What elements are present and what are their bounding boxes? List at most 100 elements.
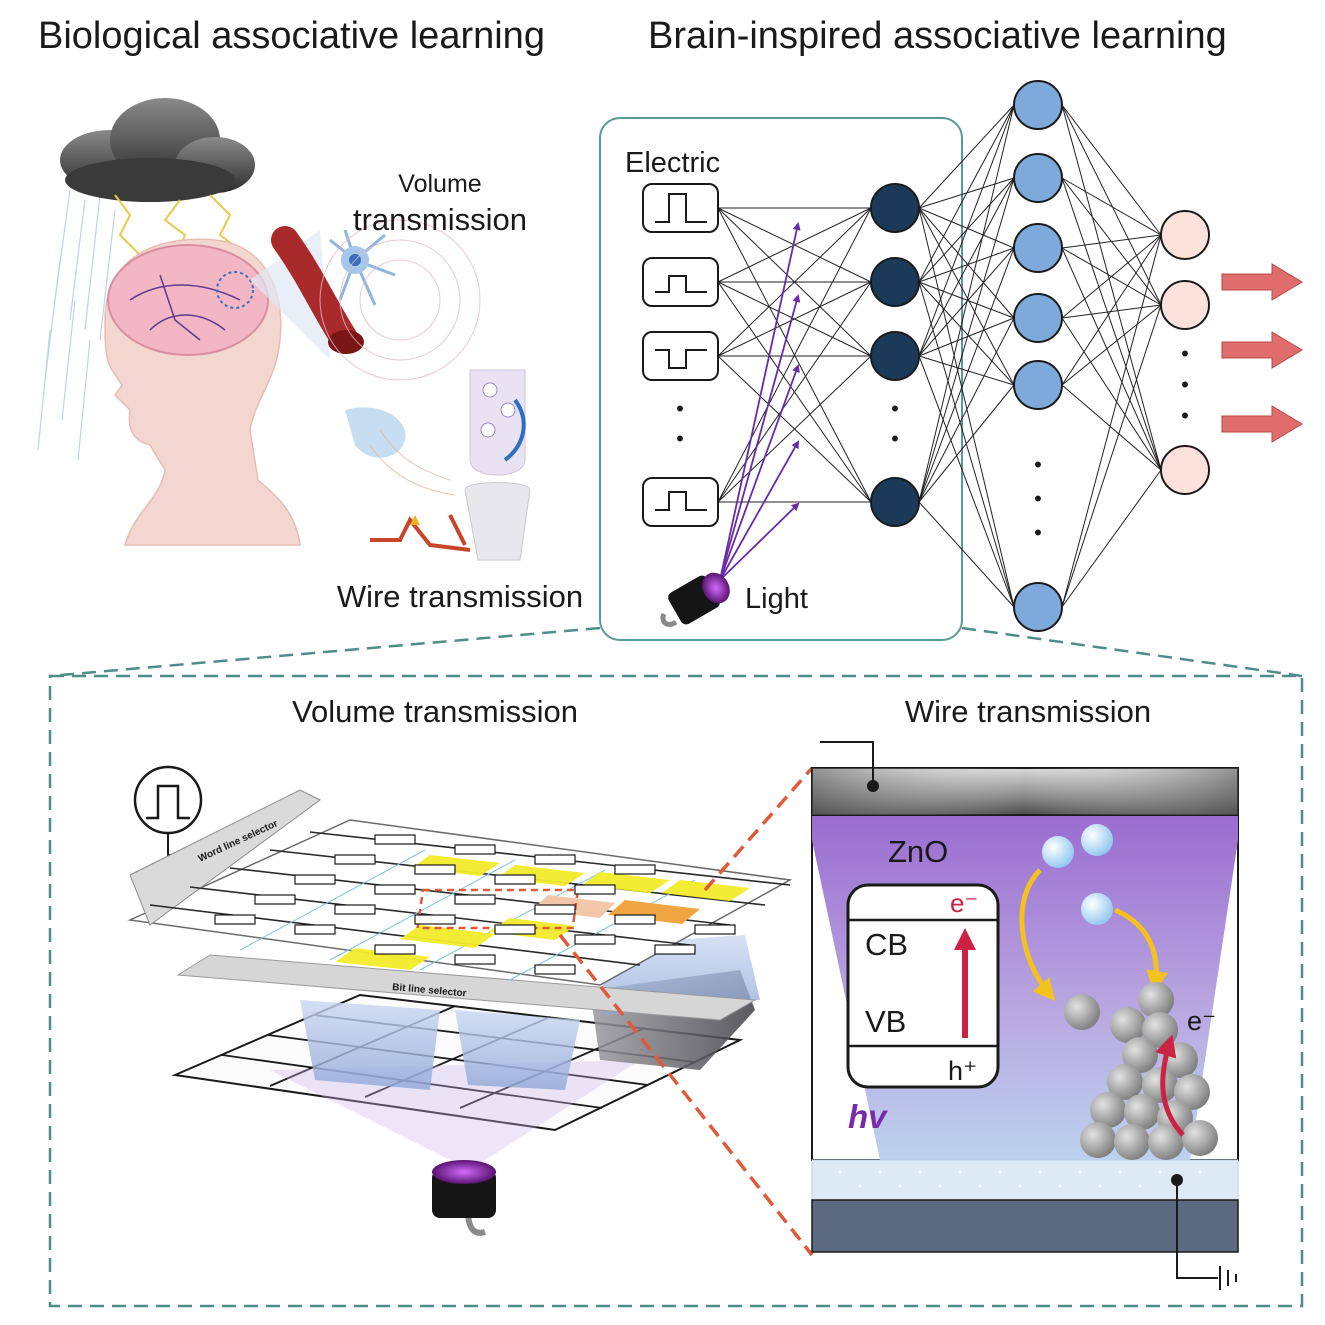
hole-label: h⁺: [948, 1056, 977, 1086]
network-edge: [918, 104, 1015, 283]
hidden2-node: [1013, 582, 1063, 632]
network-edge: [918, 317, 1015, 357]
volume-transmission-title: Volume transmission: [292, 694, 578, 729]
network-edge: [1061, 304, 1162, 319]
hidden1-ellipsis-2: •: [891, 426, 899, 451]
crossbar-array-illustration: [127, 765, 793, 1236]
postsynaptic-dendrite: [464, 482, 531, 561]
output-layer: [1160, 210, 1210, 495]
detail-frame: [48, 674, 1304, 1308]
network-edge: [1061, 234, 1162, 386]
hidden2-ellipsis-3: •: [1034, 520, 1042, 545]
output-node: [1160, 210, 1210, 260]
network-edge: [1061, 234, 1162, 319]
output-ellipsis-2: •: [1181, 372, 1189, 397]
network-edge: [717, 207, 872, 283]
electron-sphere: [1042, 836, 1074, 868]
pulse-source-icon: [133, 765, 203, 835]
synapse-bouton: [469, 369, 526, 476]
storm-cloud-icon: [60, 98, 255, 202]
wire-transmission-bio-label: Wire transmission: [337, 579, 583, 614]
network-edge: [1061, 234, 1162, 608]
network-edge: [918, 207, 1015, 249]
network-edge: [918, 207, 1015, 386]
hidden2-node: [1013, 360, 1063, 410]
electric-input-pulses: [642, 183, 719, 527]
input-ellipsis-2: •: [676, 426, 684, 451]
blood-vessel: [271, 226, 359, 354]
network-edge: [1061, 104, 1162, 236]
volume-transmission-bio-label-2: transmission: [353, 202, 527, 237]
light-rays: [719, 222, 801, 581]
hidden2-node: [1013, 80, 1063, 130]
input-layer-box: [599, 117, 963, 641]
hidden2-ellipsis-2: •: [1034, 486, 1042, 511]
network-edge: [717, 207, 872, 357]
hidden2-ellipsis-1: •: [1034, 452, 1042, 477]
network-edge: [717, 355, 872, 503]
hidden-layer-1: [870, 183, 920, 527]
network-edge: [918, 207, 1015, 319]
output-arrow-2: [1221, 331, 1303, 369]
output-ellipsis-1: •: [1181, 341, 1189, 366]
presynaptic-terminal: [345, 407, 406, 458]
bottom-electrode: [811, 1199, 1239, 1253]
input-ellipsis-1: •: [676, 396, 684, 421]
hidden2-node: [1013, 153, 1063, 203]
electric-label: Electric: [625, 147, 720, 179]
hidden-layer-2: [1013, 80, 1063, 632]
light-label: Light: [745, 583, 808, 615]
output-arrows: [1221, 263, 1303, 443]
network-edge: [918, 281, 1015, 386]
zoom-lines: [49, 626, 1303, 678]
network-edge: [717, 207, 872, 503]
zno-nanoparticles: [1064, 982, 1218, 1160]
input-pulse-4: [642, 477, 719, 527]
output-node: [1160, 445, 1210, 495]
output-node: [1160, 280, 1210, 330]
title-brain-inspired: Brain-inspired associative learning: [648, 15, 1227, 57]
electron-sphere: [1081, 893, 1113, 925]
transfer-arrow-2: [1113, 907, 1169, 993]
network-edge: [1061, 177, 1162, 471]
hidden1-node: [870, 477, 920, 527]
network-connections: [717, 104, 1162, 608]
output-arrow-3: [1221, 405, 1303, 443]
input-pulse-1: [642, 183, 719, 233]
input-pulse-2: [642, 257, 719, 307]
network-edge: [918, 281, 1015, 319]
electron-label-band: e⁻: [950, 888, 978, 918]
network-edge: [918, 355, 1015, 608]
hidden1-node: [870, 183, 920, 233]
output-ellipsis-3: •: [1181, 403, 1189, 428]
network-edge: [1061, 384, 1162, 471]
network-edge: [717, 281, 872, 357]
volume-transmission-bio-label-1: Volume: [398, 170, 481, 198]
input-pulse-3: [642, 331, 719, 381]
network-edge: [918, 247, 1015, 503]
network-edge: [918, 177, 1015, 503]
network-edge: [918, 355, 1015, 386]
network-edge: [918, 317, 1015, 503]
vb-label: VB: [865, 1004, 906, 1039]
title-biological: Biological associative learning: [38, 15, 545, 57]
cb-label: CB: [865, 927, 908, 962]
network-edge: [1061, 104, 1162, 471]
conduction-path-arrow: [1155, 1034, 1185, 1137]
network-edge: [1061, 304, 1162, 386]
network-edge: [1061, 304, 1162, 608]
hidden2-node: [1013, 293, 1063, 343]
biology-illustration: [37, 98, 531, 561]
network-edge: [918, 104, 1015, 209]
zoom-lines-red: [558, 766, 814, 1257]
network-edge: [717, 281, 872, 503]
network-edge: [1061, 247, 1162, 471]
network-edge: [918, 104, 1015, 357]
light-source-icon: [660, 572, 730, 627]
ground-icon: [1219, 1266, 1237, 1290]
rain-lines: [37, 189, 116, 461]
hidden1-ellipsis-1: •: [891, 396, 899, 421]
brain-icon: [107, 244, 269, 356]
network-edge: [918, 207, 1015, 608]
wire-transmission-title: Wire transmission: [905, 694, 1151, 729]
